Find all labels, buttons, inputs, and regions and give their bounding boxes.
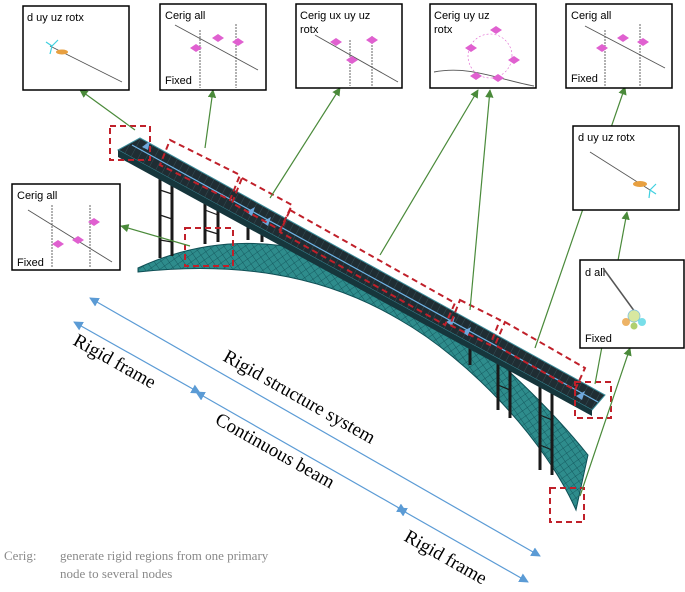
inset-footer: Fixed [17, 257, 44, 269]
inset-title: Cerig uy uz [434, 10, 490, 22]
label-rigid-frame-left: Rigid frame [70, 330, 160, 393]
inset-title-line2: rotx [434, 24, 453, 36]
footnote-line2: node to several nodes [60, 566, 172, 581]
inset-left-mid: Cerig all Fixed [11, 183, 121, 271]
inset-title: Cerig all [571, 10, 611, 22]
dimension-rigid-frame-right [397, 507, 529, 583]
inset-footer: Fixed [165, 75, 192, 87]
bridge-deck [116, 137, 606, 411]
inset-title: Cerig all [17, 190, 57, 202]
inset-cerig-ux: Cerig ux uy uz rotx [295, 3, 403, 89]
inset-footer: Fixed [571, 73, 598, 85]
inset-cerig-all-top-right: Cerig all Fixed [565, 3, 673, 89]
inset-right-mid: d uy uz rotx [572, 125, 680, 211]
dimension-lines [73, 297, 541, 583]
constraint-icon [622, 309, 646, 330]
footnote-line1: generate rigid regions from one primary [60, 548, 269, 563]
constraint-icon [190, 34, 244, 52]
constraint-icon [465, 26, 520, 82]
inset-title: Cerig ux uy uz [300, 10, 370, 22]
constraint-icon [45, 39, 59, 55]
inset-cerig-uy: Cerig uy uz rotx [429, 3, 537, 89]
inset-top-left: d uy uz rotx [22, 5, 130, 91]
footnote-term: Cerig: [4, 548, 37, 563]
constraint-icon [52, 218, 100, 248]
inset-right-low: d all Fixed [579, 259, 685, 349]
inset-title: d uy uz rotx [27, 12, 84, 24]
footnote: Cerig: generate rigid regions from one p… [4, 548, 269, 581]
constraint-icon [330, 36, 378, 64]
inset-title: d all [585, 267, 605, 279]
inset-title-line2: rotx [300, 24, 319, 36]
dimension-continuous-beam [195, 391, 407, 513]
inset-title: d uy uz rotx [578, 132, 635, 144]
constraint-icon [648, 183, 657, 199]
dimension-rigid-frame-left [73, 321, 201, 394]
inset-cerig-all-top: Cerig all Fixed [159, 3, 267, 91]
inset-footer: Fixed [585, 333, 612, 345]
inset-title: Cerig all [165, 10, 205, 22]
label-continuous-beam: Continuous beam [212, 409, 339, 493]
constraint-icon [596, 34, 649, 52]
